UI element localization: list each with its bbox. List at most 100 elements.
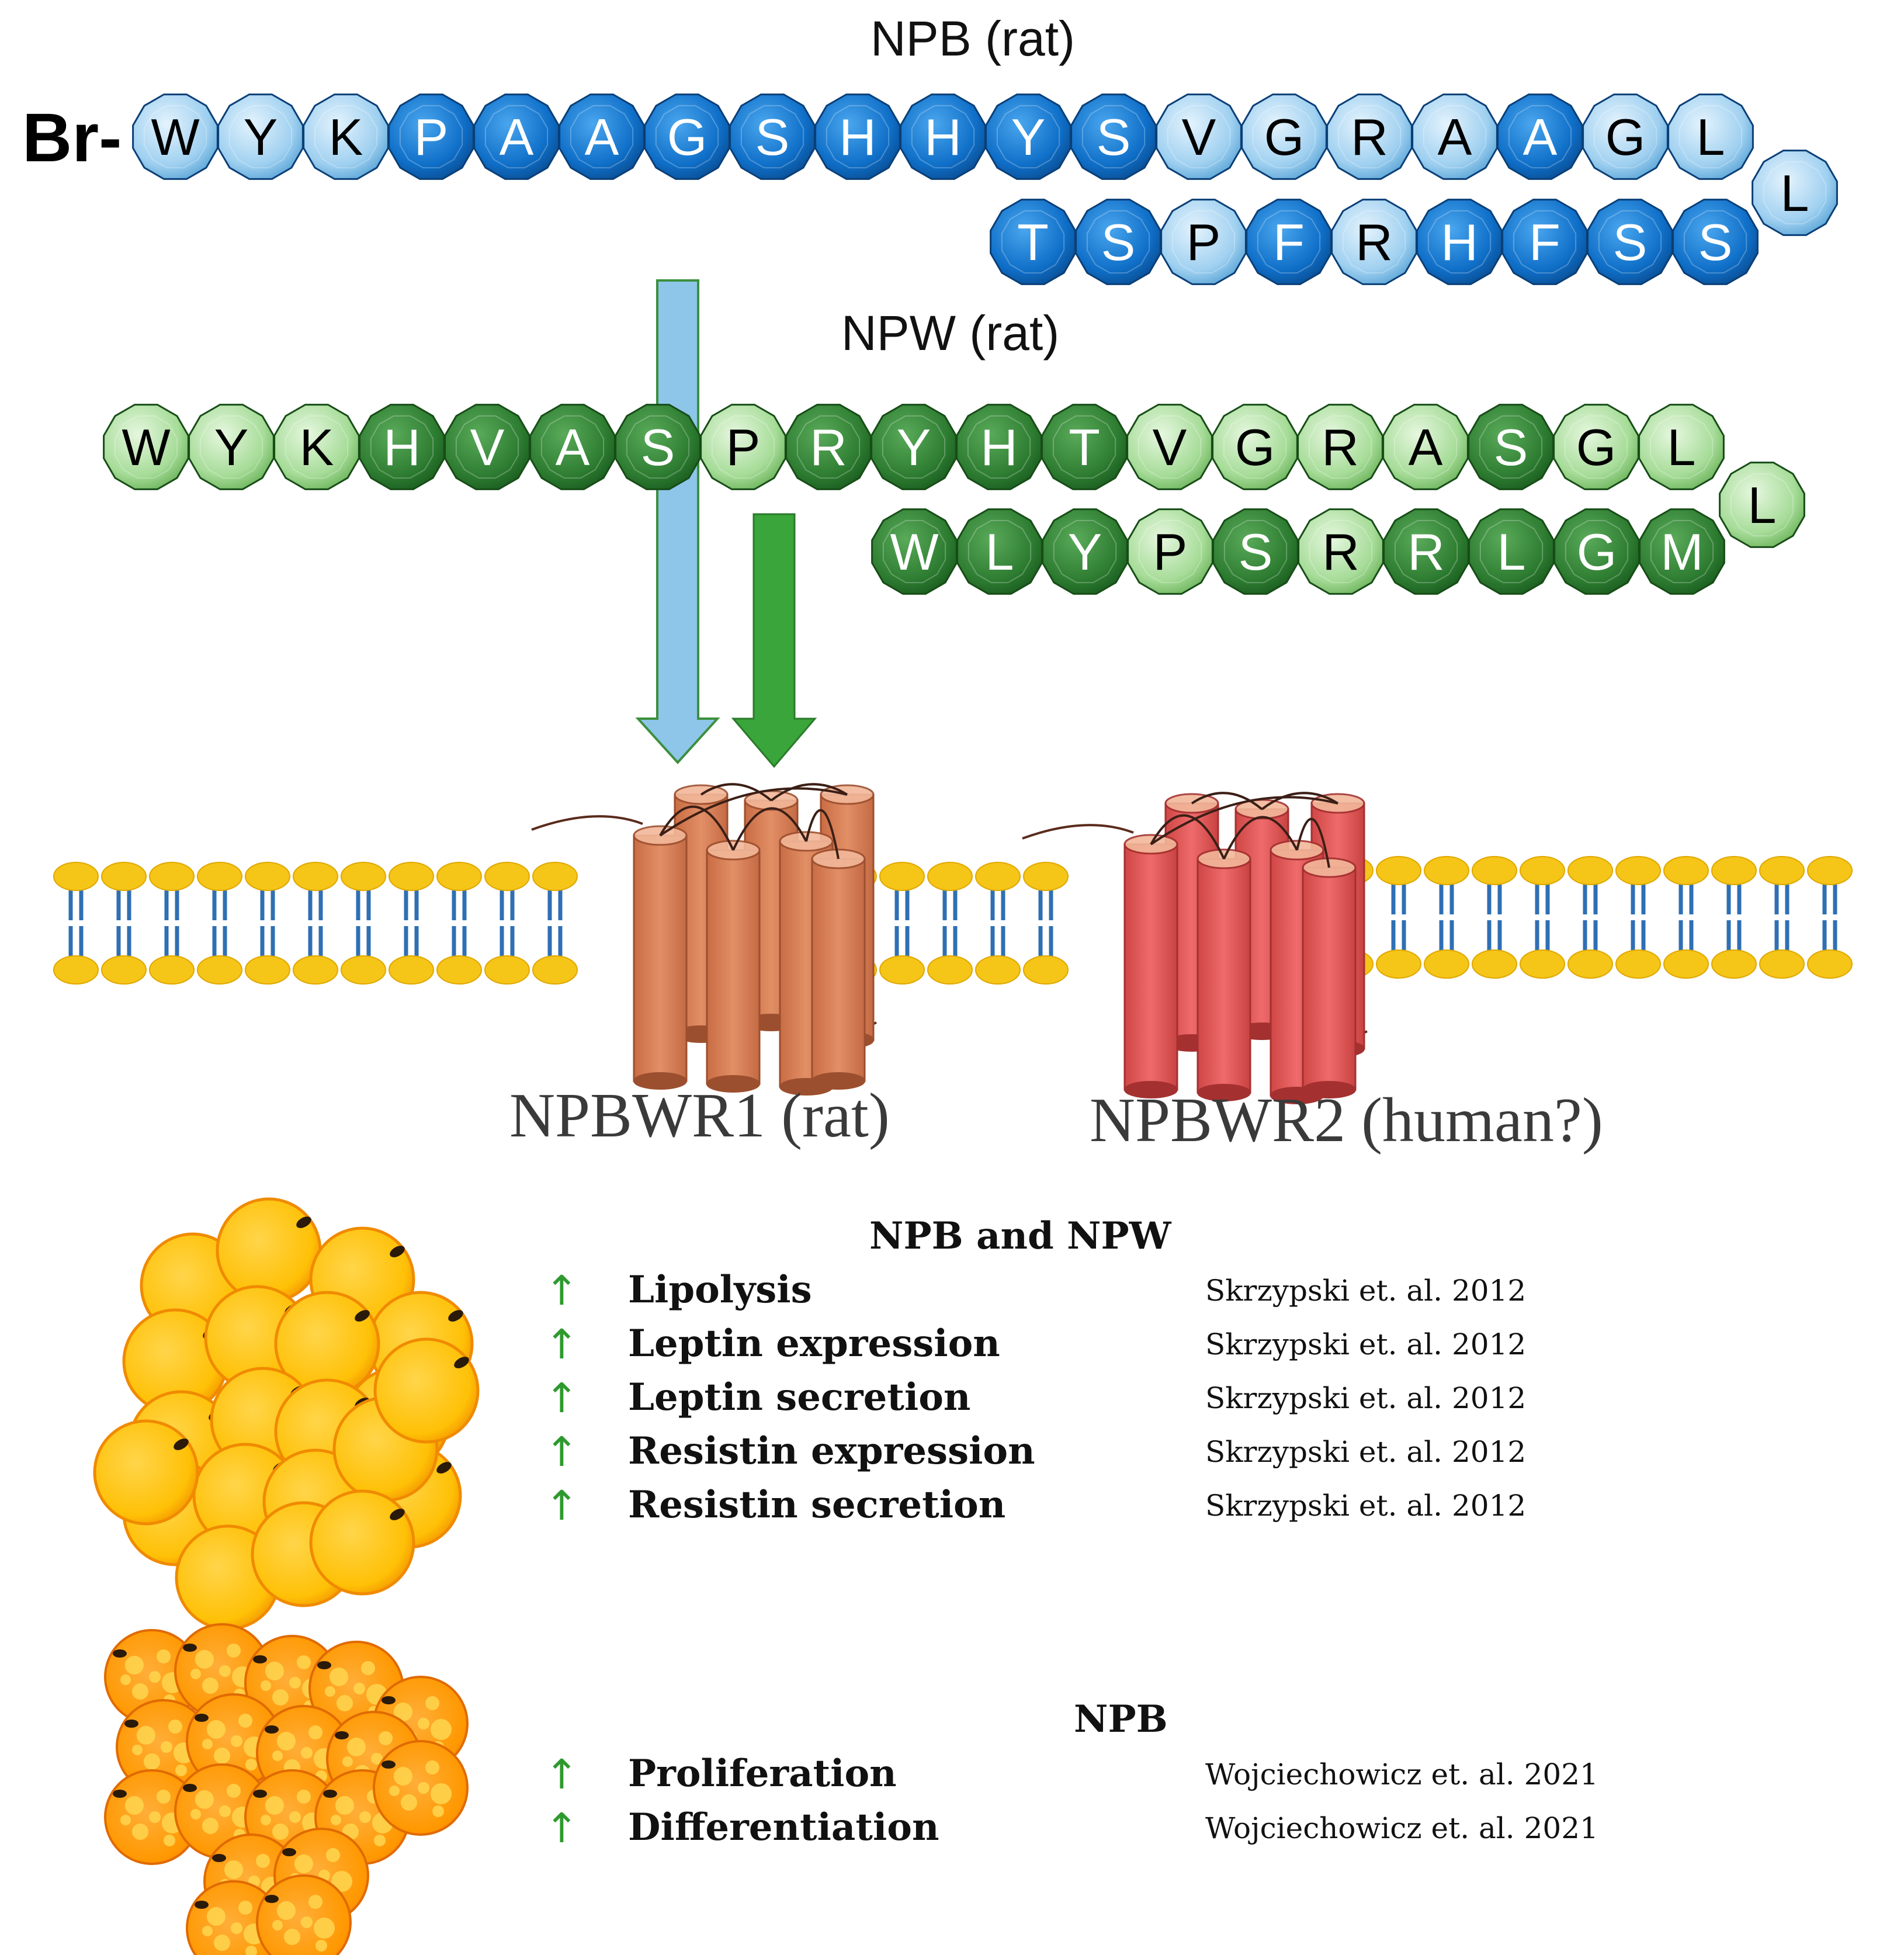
residue-letter: V <box>1153 418 1187 476</box>
residue-letter: G <box>1605 108 1645 166</box>
amino-acid-residue: W <box>103 404 189 490</box>
effect-resistin-expression: Resistin expression <box>628 1429 1035 1473</box>
amino-acid-residue: L <box>1667 93 1754 180</box>
residue-letter: K <box>300 418 334 476</box>
residue-letter: Y <box>897 418 931 476</box>
residue-letter: L <box>1667 418 1696 476</box>
residue-letter: G <box>1264 108 1304 166</box>
amino-acid-residue: R <box>1298 508 1384 595</box>
residue-letter: Y <box>1068 523 1102 581</box>
residue-letter: R <box>1351 108 1388 166</box>
residue-letter: A <box>1523 108 1558 166</box>
residue-letter: R <box>1407 523 1445 581</box>
amino-acid-residue: S <box>1075 199 1161 285</box>
residue-letter: L <box>986 523 1014 581</box>
amino-acid-residue: G <box>1553 508 1640 595</box>
mature-adipocyte-cluster <box>93 1197 480 1631</box>
up-arrow-icon: ↑ <box>545 1267 579 1315</box>
residue-letter: W <box>122 418 170 476</box>
amino-acid-residue: Y <box>985 93 1071 180</box>
residue-letter: M <box>1660 523 1703 581</box>
effect-resistin-secretion: Resistin secretion <box>628 1483 1006 1527</box>
residue-letter: P <box>726 418 761 476</box>
residue-letter: H <box>839 108 876 166</box>
up-arrow-icon: ↑ <box>545 1482 579 1530</box>
residue-letter: H <box>383 418 421 476</box>
amino-acid-residue: S <box>1212 508 1299 595</box>
residue-letter: L <box>1497 523 1526 581</box>
amino-acid-residue: H <box>1416 199 1503 285</box>
amino-acid-residue: K <box>303 93 389 180</box>
cell-membrane <box>53 856 1853 985</box>
amino-acid-residue: G <box>1241 93 1327 180</box>
amino-acid-residue: S <box>615 404 701 490</box>
amino-acid-residue: P <box>388 93 474 180</box>
amino-acid-residue: A <box>473 93 560 180</box>
amino-acid-residue: A <box>529 404 616 490</box>
residue-letter: G <box>1235 418 1275 476</box>
amino-acid-residue: R <box>1331 199 1417 285</box>
amino-acid-residue: P <box>700 404 786 490</box>
npw-binding-arrow <box>731 513 817 768</box>
amino-acid-residue: L <box>1638 404 1725 490</box>
amino-acid-residue: P <box>1127 508 1213 595</box>
amino-acid-residue: S <box>1587 199 1673 285</box>
amino-acid-residue: T <box>990 199 1076 285</box>
amino-acid-residue: S <box>1070 93 1157 180</box>
amino-acid-residue: L <box>956 508 1043 595</box>
amino-acid-residue: S <box>1468 404 1554 490</box>
amino-acid-residue: F <box>1246 199 1332 285</box>
ref-leptin-expression: Skrzypski et. al. 2012 <box>1205 1327 1527 1361</box>
residue-letter: K <box>329 108 363 166</box>
effect-lipolysis: Lipolysis <box>628 1268 812 1312</box>
residue-letter: F <box>1529 213 1560 271</box>
npbwr2-receptor <box>1022 792 1368 1104</box>
npbwr2-label: NPBWR2 (human?) <box>1090 1086 1603 1155</box>
residue-letter: G <box>1577 523 1617 581</box>
residue-letter: V <box>470 418 505 476</box>
residue-letter: G <box>667 108 707 166</box>
amino-acid-residue: A <box>559 93 645 180</box>
section-title-npb: NPB <box>1074 1697 1168 1741</box>
residue-letter: S <box>1239 523 1273 581</box>
ref-lipolysis: Skrzypski et. al. 2012 <box>1205 1274 1527 1308</box>
residue-letter: H <box>924 108 962 166</box>
residue-letter: S <box>755 108 790 166</box>
amino-acid-residue: Y <box>217 93 304 180</box>
amino-acid-residue: S <box>729 93 816 180</box>
binding-arrows <box>635 279 817 768</box>
residue-letter: S <box>641 418 675 476</box>
residue-letter: T <box>1017 213 1049 271</box>
amino-acid-residue: M <box>1639 508 1725 595</box>
residue-letter: S <box>1613 213 1648 271</box>
amino-acid-residue: R <box>785 404 872 490</box>
amino-acid-residue: V <box>1126 404 1213 490</box>
ref-resistin-secretion: Skrzypski et. al. 2012 <box>1205 1489 1527 1523</box>
residue-letter: T <box>1069 418 1100 476</box>
residue-letter: R <box>1322 523 1359 581</box>
residue-letter: L <box>1781 164 1809 222</box>
residue-letter: P <box>1153 523 1188 581</box>
residue-letter: P <box>414 108 449 166</box>
amino-acid-residue: H <box>900 93 986 180</box>
amino-acid-residue: T <box>1041 404 1128 490</box>
npb-title: NPB (rat) <box>871 11 1076 66</box>
residue-letter: L <box>1748 476 1777 534</box>
residue-letter: A <box>500 108 534 166</box>
residue-letter: R <box>1355 213 1393 271</box>
residue-letter: A <box>1438 108 1472 166</box>
amino-acid-residue: V <box>1156 93 1242 180</box>
npbwr1-receptor <box>531 783 877 1096</box>
residue-letter: L <box>1697 108 1725 166</box>
up-arrow-icon: ↑ <box>545 1320 579 1368</box>
residue-letter: P <box>1187 213 1221 271</box>
npbwr1-label: NPBWR1 (rat) <box>509 1081 890 1150</box>
amino-acid-residue: Y <box>1042 508 1128 595</box>
npb-binding-arrow <box>635 279 720 764</box>
amino-acid-residue: G <box>1582 93 1669 180</box>
effect-leptin-secretion: Leptin secretion <box>628 1375 971 1419</box>
amino-acid-residue: G <box>1212 404 1298 490</box>
ref-differentiation: Wojciechowicz et. al. 2021 <box>1205 1811 1598 1845</box>
